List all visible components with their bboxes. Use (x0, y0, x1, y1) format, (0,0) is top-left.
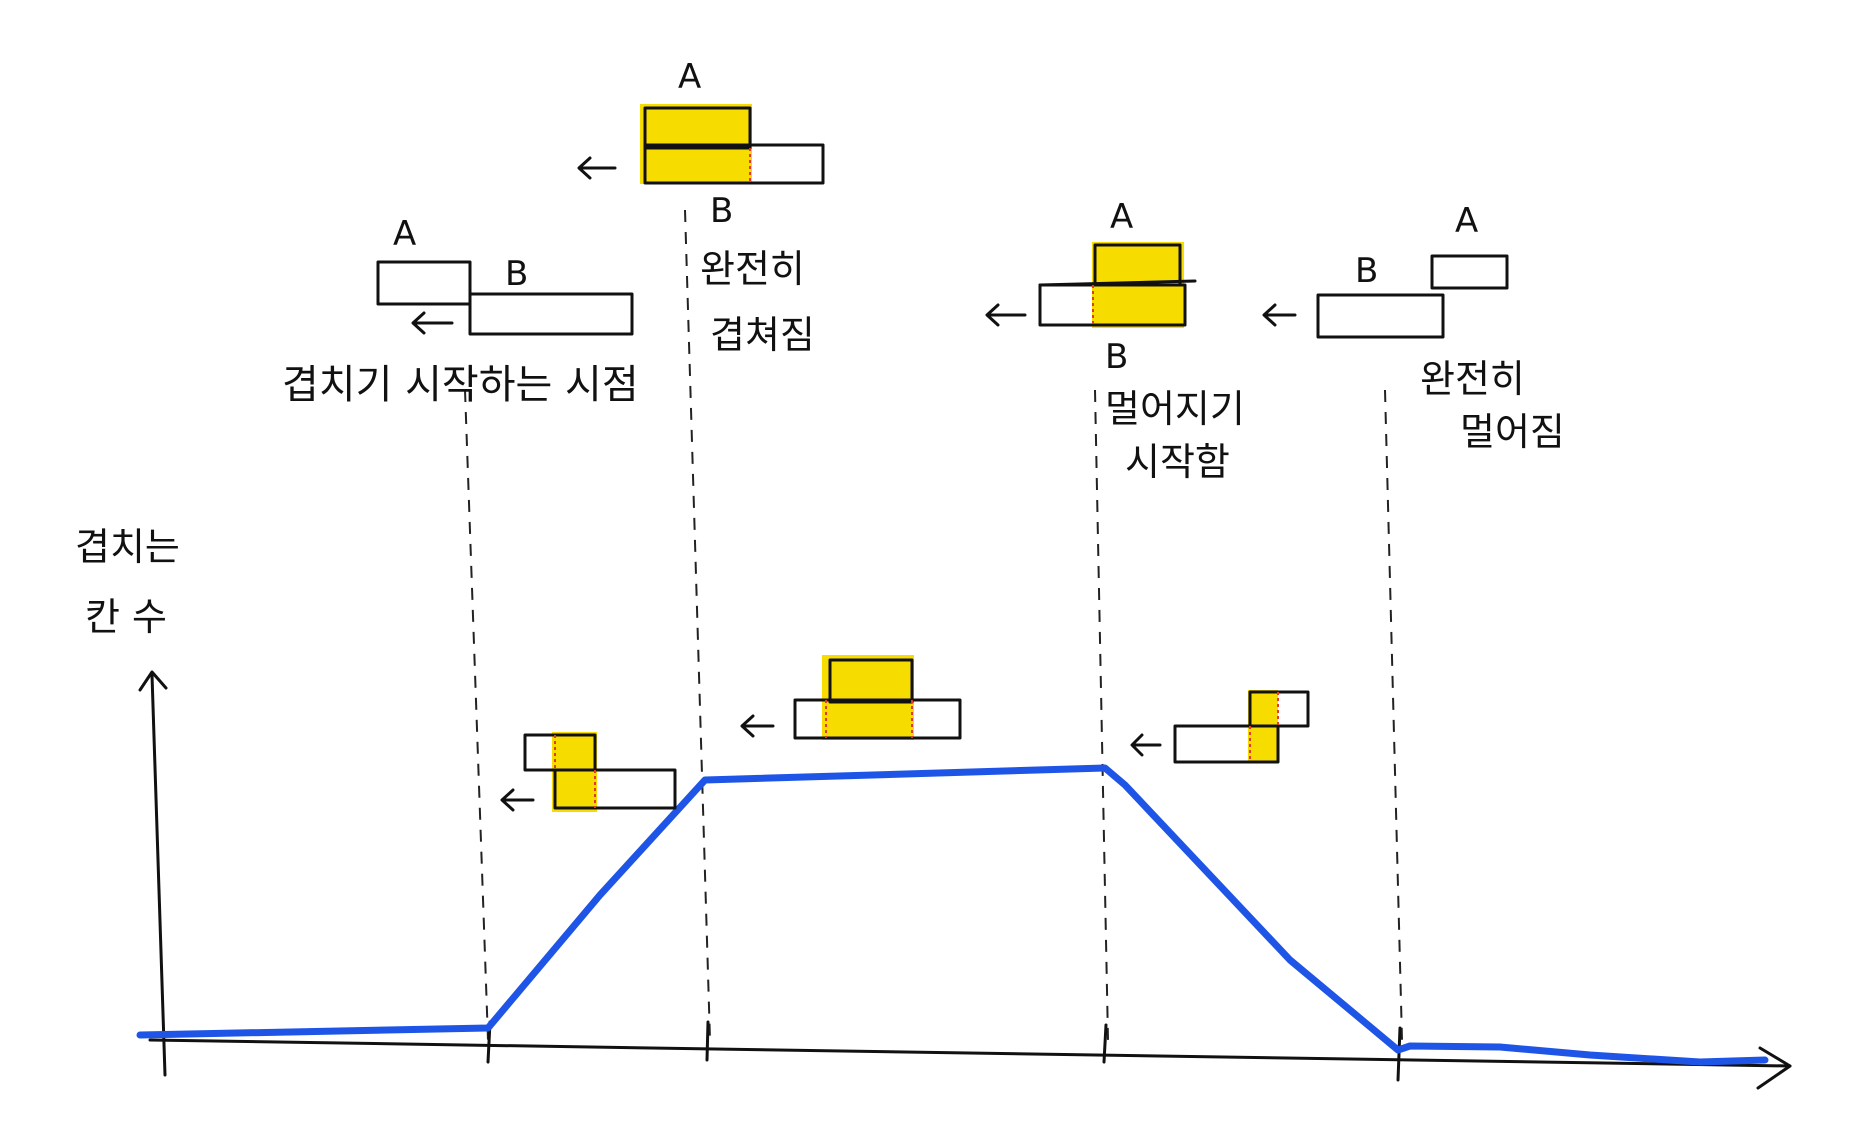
label-start-separate-line1: 멀어지기 (1105, 387, 1245, 431)
rect-b (793, 698, 962, 740)
y-axis-label: 겹치는 칸 수 (75, 525, 180, 639)
tick-full-overlap (705, 1020, 710, 1062)
rect-b-label: B (1105, 337, 1128, 377)
label-full-separate-line2: 멀어짐 (1460, 410, 1565, 454)
rect-a-label: A (678, 57, 701, 97)
rect-b (553, 768, 677, 810)
rect-a-label: A (1110, 197, 1133, 237)
x-axis (148, 1038, 1792, 1090)
y-axis (138, 670, 168, 1077)
mini-full-overlap (740, 655, 962, 740)
rect-b (1173, 724, 1280, 764)
mini-partial-overlap-right (1130, 690, 1310, 764)
rect-b (1038, 283, 1187, 327)
y-axis-label-line2: 칸 수 (85, 595, 167, 639)
guide-full-separate (1384, 389, 1403, 1041)
arrow-left-icon (985, 303, 1027, 327)
label-start-overlap: 겹치기 시작하는 시점 (282, 362, 639, 408)
rect-a-label: A (1455, 201, 1478, 241)
arrow-left-icon (500, 788, 535, 812)
rect-b (1316, 293, 1445, 339)
rect-b (468, 292, 634, 336)
label-full-separate-line1: 완전히 (1420, 357, 1525, 401)
arrow-left-icon (577, 156, 617, 180)
rect-a (1430, 254, 1509, 290)
illustration-start-overlap: A B 겹치기 시작하는 시점 (282, 214, 639, 408)
mini-partial-overlap-left (500, 732, 677, 812)
illustration-full-separate: A B 완전히 멀어짐 (1262, 201, 1565, 454)
label-full-overlap-line1: 완전히 (700, 247, 805, 291)
arrow-left-icon (1262, 303, 1297, 327)
highlight-overlap (552, 732, 597, 812)
label-full-overlap-line2: 겹쳐짐 (710, 313, 815, 357)
rect-b (643, 143, 825, 185)
guide-full-overlap (684, 209, 711, 1041)
guide-start-overlap (464, 389, 489, 1041)
overlap-curve (136, 764, 1769, 1066)
rect-a (643, 106, 752, 150)
arrow-left-icon (740, 714, 775, 738)
highlight-overlap (822, 655, 914, 740)
rect-a (376, 260, 472, 306)
rect-b-label: B (1355, 251, 1378, 291)
tick-full-separate (1396, 1026, 1402, 1082)
y-axis-label-line1: 겹치는 (75, 525, 180, 569)
rect-b-label: B (505, 254, 528, 294)
arrow-left-icon (1130, 733, 1162, 757)
rect-b-label: B (710, 191, 733, 231)
rect-a-label: A (393, 214, 416, 254)
tick-start-separate (1102, 1023, 1108, 1064)
illustration-start-separate: A B 멀어지기 시작함 (985, 197, 1245, 484)
rect-a (828, 658, 914, 704)
label-start-separate-line2: 시작함 (1125, 440, 1230, 484)
illustration-full-overlap: A B 완전히 겹쳐짐 (577, 57, 825, 357)
guide-start-separate (1094, 389, 1109, 1041)
arrow-left-icon (411, 311, 454, 335)
